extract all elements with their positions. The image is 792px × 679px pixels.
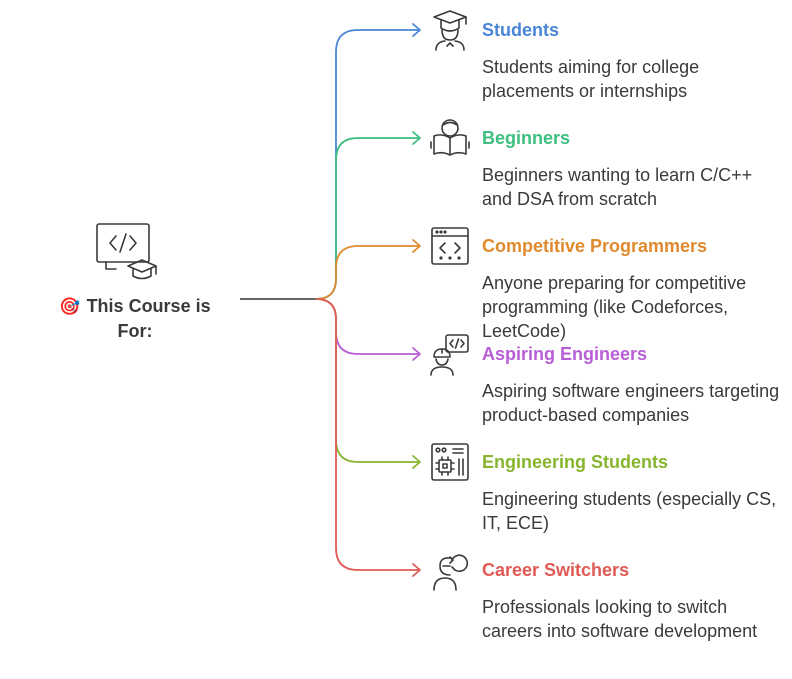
graduate-icon	[428, 8, 472, 52]
circuit-board-icon	[428, 440, 472, 484]
connector-arrowhead-0	[412, 23, 421, 37]
branch-heading-competitive-programmers: Competitive Programmers	[482, 236, 708, 256]
branch-description-competitive-programmers: Anyone preparing for competitive program…	[482, 273, 747, 341]
engineer-code-icon	[428, 332, 472, 376]
connector-line-1	[315, 137, 420, 300]
connector-arrowhead-4	[412, 455, 421, 469]
branch-heading-career-switchers: Career Switchers	[482, 560, 630, 580]
branch-heading-engineering-students: Engineering Students	[482, 452, 669, 472]
branch-description-engineering-students: Engineering students (especially CS, IT,…	[482, 489, 777, 533]
reading-person-icon	[428, 116, 472, 160]
branch-description-aspiring-engineers: Aspiring software engineers targeting pr…	[482, 381, 780, 425]
target-icon: 🎯	[59, 297, 81, 316]
connector-arrowhead-3	[412, 347, 421, 361]
connector-arrowhead-2	[412, 239, 421, 253]
code-window-icon	[428, 224, 472, 268]
connector-line-4	[315, 298, 420, 463]
connector-line-0	[315, 29, 420, 300]
connector-line-2	[315, 245, 420, 300]
branch-heading-students: Students	[482, 20, 560, 40]
root-title-text: This Course is For:	[86, 296, 211, 341]
connector-line-5	[315, 298, 420, 571]
career-switch-icon	[428, 548, 472, 592]
branch-description-career-switchers: Professionals looking to switch careers …	[482, 597, 758, 641]
root-title: 🎯 This Course is For:	[40, 294, 230, 343]
code-screen-graduation-icon	[94, 221, 158, 288]
branch-description-students: Students aiming for college placements o…	[482, 57, 700, 101]
branch-description-beginners: Beginners wanting to learn C/C++ and DSA…	[482, 165, 753, 209]
connector-line-3	[315, 298, 420, 355]
branch-heading-beginners: Beginners	[482, 128, 571, 148]
connector-arrowhead-1	[412, 131, 421, 145]
branch-heading-aspiring-engineers: Aspiring Engineers	[482, 344, 648, 364]
connector-arrowhead-5	[412, 563, 421, 577]
